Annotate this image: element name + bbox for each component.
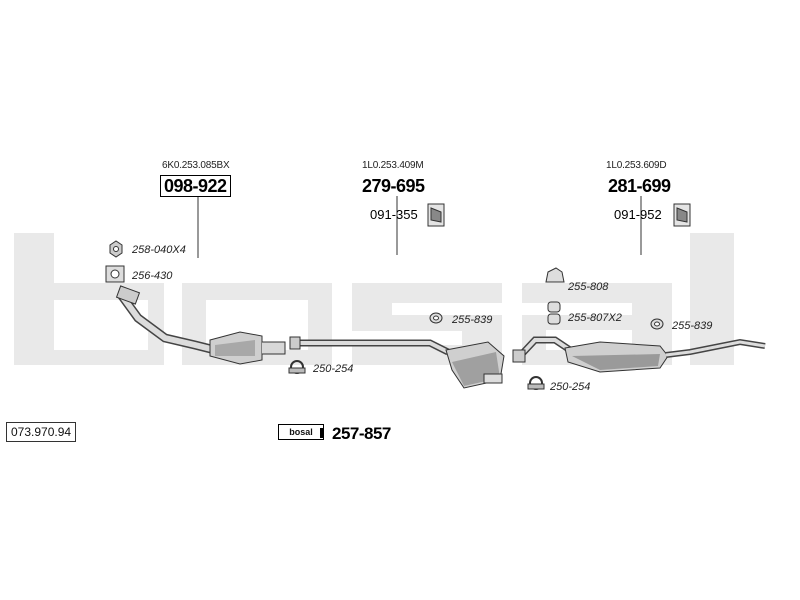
mount-part-3[interactable]: 091-952 [614,207,662,222]
catalog-number: 073.970.94 [6,422,77,442]
ring-right-label[interactable]: 255-839 [672,320,713,332]
rear-silencer [512,336,766,373]
gasket-label[interactable]: 256-430 [132,270,173,282]
hanger-pair-label[interactable]: 255-807X2 [568,312,622,324]
ring-middle-label[interactable]: 255-839 [452,314,493,326]
kit-part-number[interactable]: 257-857 [332,424,391,443]
nut-label[interactable]: 258-040X4 [132,244,186,256]
oem-ref-2: 1L0.253.409M [362,160,424,171]
hanger-top-icon [545,267,565,283]
kit-box-shadow [320,428,324,438]
bosal-logo-text: bosal [289,427,313,437]
bosal-logo: bosal [278,424,324,440]
hanger-pair-icon [547,301,561,325]
part-number-2[interactable]: 279-695 [362,176,425,196]
ring-middle-icon [429,312,443,324]
oem-ref-3: 1L0.253.609D [606,160,667,171]
part-number-3[interactable]: 281-699 [608,176,671,196]
middle-silencer [289,336,505,389]
mount-middle-icon [427,203,445,227]
clamp-left-icon [288,360,306,374]
clamp-right-icon [527,376,545,390]
clamp-left-label[interactable]: 250-254 [313,363,354,375]
mount-part-2[interactable]: 091-355 [370,207,418,222]
mount-right-icon [673,203,691,227]
clamp-right-label[interactable]: 250-254 [550,381,591,393]
part-number-1[interactable]: 098-922 [160,175,231,197]
oem-ref-1: 6K0.253.085BX [162,160,230,171]
hanger-top-label[interactable]: 255-808 [568,281,609,293]
ring-right-icon [650,318,664,330]
front-pipe-catalyst [115,285,286,365]
